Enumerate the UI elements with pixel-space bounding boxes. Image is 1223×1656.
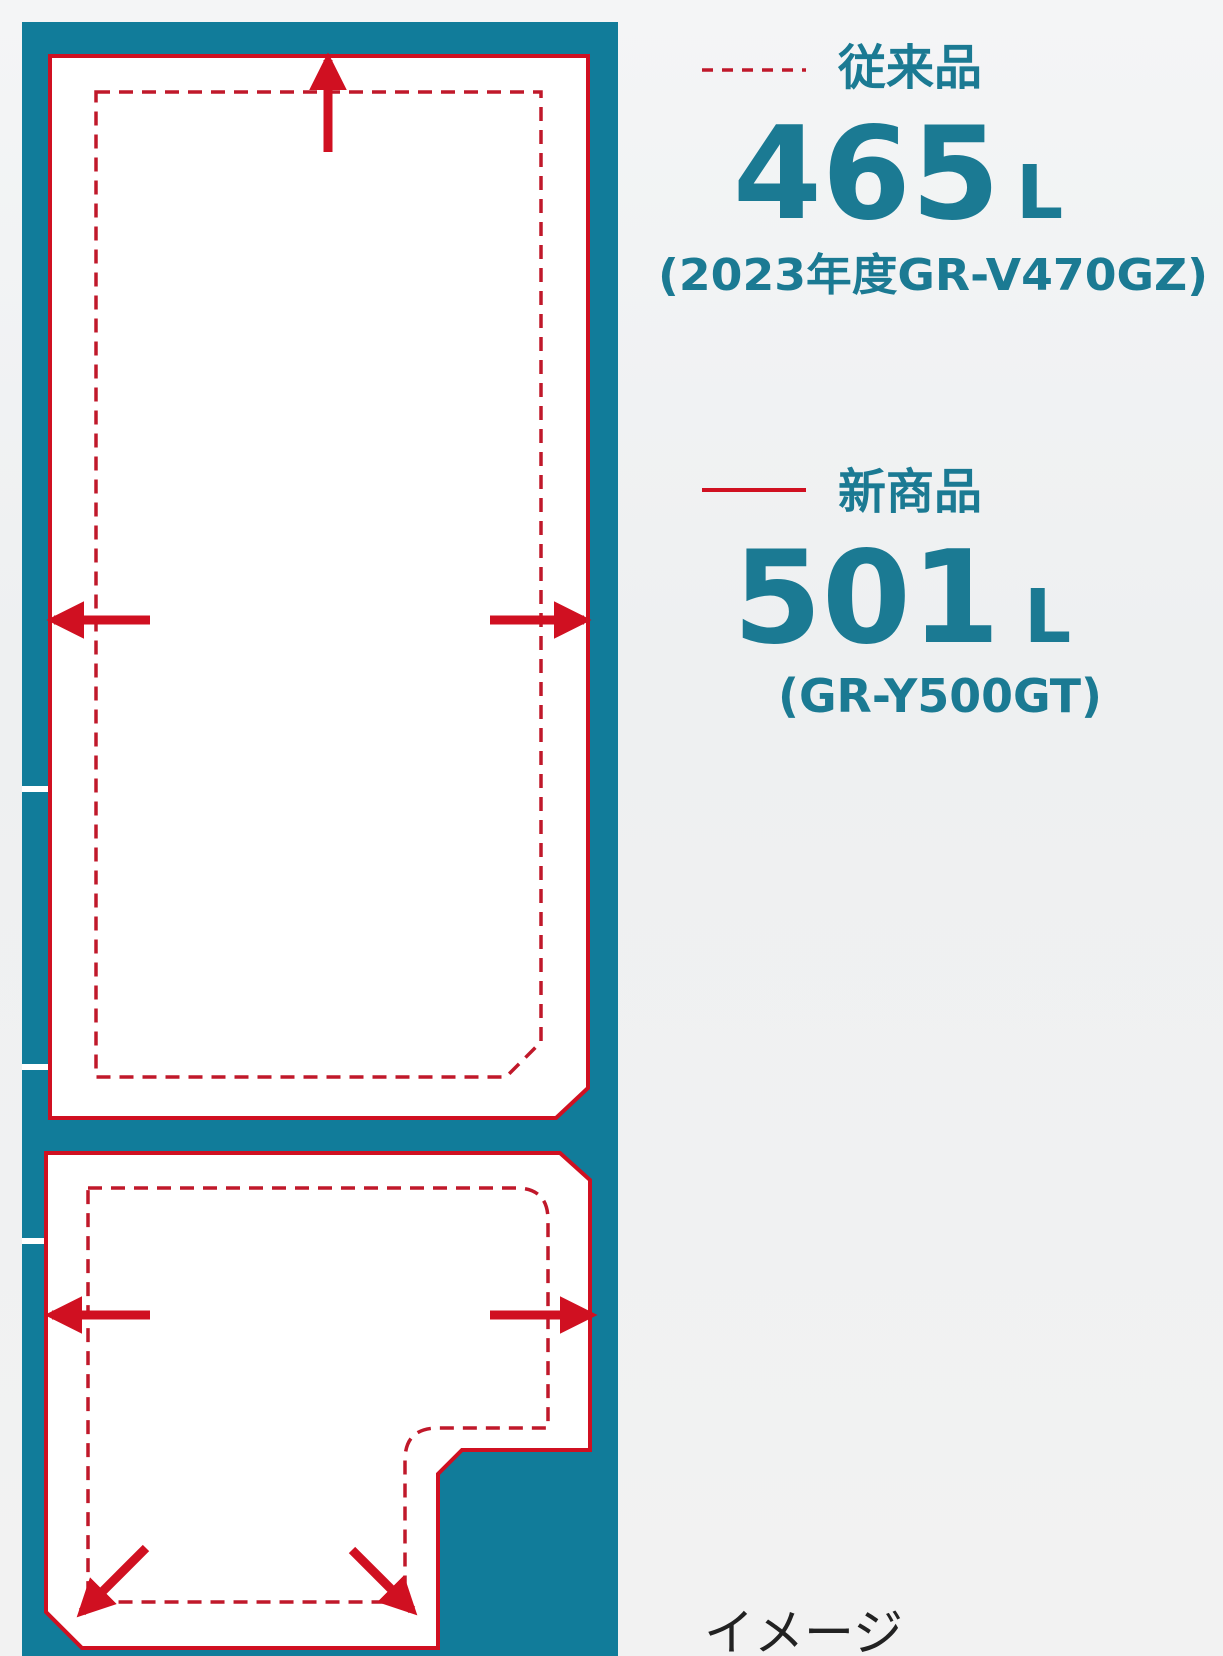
old-model: (2023年度GR-V470GZ) [658, 250, 1208, 301]
new-model: (GR-Y500GT) [778, 669, 1102, 723]
divider-tick [22, 786, 48, 792]
upper-compartment-old [94, 90, 543, 1079]
old-capacity: 465 [733, 100, 1000, 249]
lower-compartment-new [44, 1151, 592, 1650]
old-capacity-unit: L [1016, 150, 1063, 236]
legend-new-label: 新商品 [838, 464, 982, 520]
new-capacity-unit: L [1024, 574, 1071, 660]
upper-compartment-new [48, 54, 590, 1120]
image-caption: イメージ [704, 1604, 903, 1656]
arrow-down-left-icon [76, 1544, 150, 1618]
legend-old-label: 従来品 [837, 40, 982, 96]
new-capacity: 501 [733, 524, 1000, 673]
divider-tick [22, 1238, 48, 1244]
arrow-down-right-icon [348, 1546, 418, 1616]
divider-tick [22, 1064, 48, 1070]
